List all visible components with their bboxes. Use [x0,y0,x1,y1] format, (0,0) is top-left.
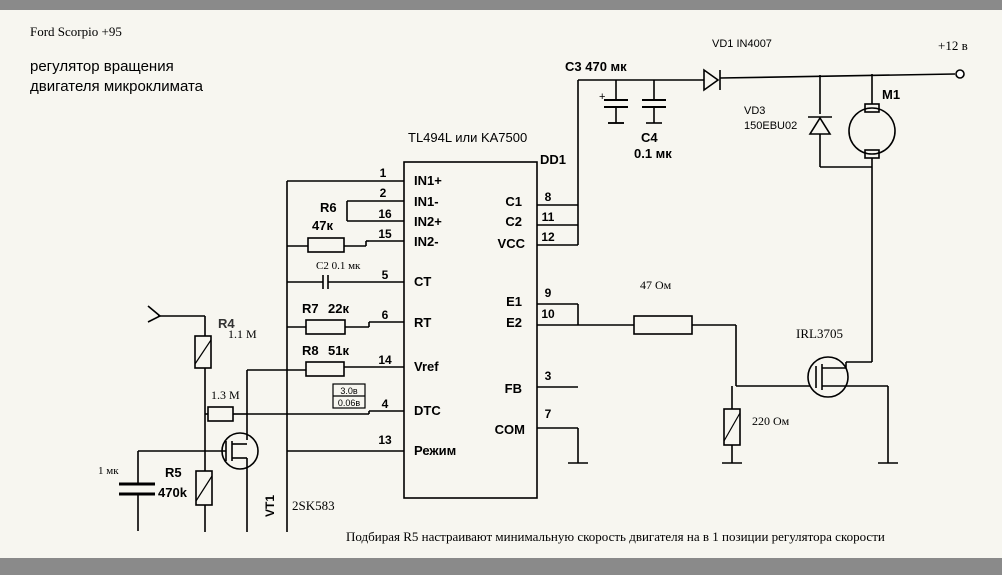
r4-ref: R4 [218,316,235,331]
r8-value: 51к [328,343,349,358]
pin-num: 11 [542,210,555,224]
pin-num: 13 [378,433,392,447]
pin-num: 7 [545,407,552,421]
pin-num: 8 [545,190,552,204]
pin-num: 1 [380,166,387,180]
r5-resistor [195,470,213,506]
pin-name: FB [505,381,522,396]
supply-section: + C3 470 мк C4 0.1 мк VD1 IN4007 +12 в V… [565,38,968,363]
pin-num: 10 [541,307,555,321]
pin-name: C1 [505,194,522,209]
vd1-label: VD1 IN4007 [712,38,772,50]
pin-name: RT [414,315,431,330]
pin-name: COM [495,422,525,437]
dtc-voltage-min: 0.06в [338,398,361,408]
r6-ref: R6 [320,200,337,215]
c-1mk-label: 1 мк [98,465,119,477]
m1-motor [848,107,896,155]
vt1-part: 2SK583 [292,498,335,513]
c2-label: C2 0.1 мк [316,260,361,272]
r4-resistor [194,335,212,369]
car-label: Ford Scorpio +95 [30,24,122,39]
pin-name: IN1+ [414,173,442,188]
r-1-3m-label: 1.3 M [211,388,240,402]
ic-left-pins: 1 2 16 15 5 6 14 4 13 IN1+ IN1- IN2+ IN2… [369,166,456,458]
pin-num: 5 [382,268,389,282]
c3-label: C3 470 мк [565,59,627,74]
supply-terminal [955,69,965,79]
output-stage: 47 Ом 220 Ом IRL3705 [577,278,898,464]
pin-name: E2 [506,315,522,330]
pin-name: DTC [414,403,441,418]
r7-ref: R7 [302,301,319,316]
vt1-ref: VT1 [263,495,277,517]
c3-plus: + [599,91,605,103]
pin-num: 16 [378,207,392,221]
title-line-2: двигателя микроклимата [30,78,204,95]
ic-part: TL494L или KA7500 [408,130,527,145]
pin-name: CT [414,274,431,289]
footer-note: Подбирая R5 настраивают минимальную скор… [346,529,885,544]
dtc-voltage-max: 3.0в [340,386,358,396]
misc-wiring [568,122,624,464]
supply-label: +12 в [938,38,968,53]
feedback-network: R6 47к C2 0.1 мк R7 22к R8 51к 3.0в 0.06… [247,180,370,532]
vd3-ref: VD3 [744,105,765,117]
pin-name: IN1- [414,194,439,209]
r-220-label: 220 Ом [752,414,790,428]
r6-resistor [307,237,345,253]
title-line-1: регулятор вращения [30,58,174,75]
q-mosfet [807,356,849,398]
r4-value: 1.1 M [228,327,257,341]
pin-num: 2 [380,186,387,200]
pin-name: IN2+ [414,214,442,229]
q-part: IRL3705 [796,326,843,341]
pin-num: 4 [382,397,389,411]
r6-value: 47к [312,218,333,233]
pin-name: Режим [414,443,456,458]
c4-ref: C4 [641,130,658,145]
r5-ref: R5 [165,465,182,480]
pin-num: 15 [378,227,392,241]
c4-value: 0.1 мк [634,146,672,161]
paper [0,10,1002,558]
vd3-part: 150EBU02 [744,120,797,132]
m1-label: M1 [882,87,900,102]
pin-name: Vref [414,359,439,374]
ic-right-pins: 8 11 12 9 10 3 7 C1 C2 VCC E1 E2 FB COM [495,190,578,437]
ic-ref: DD1 [540,152,566,167]
pin-name: E1 [506,294,522,309]
pin-name: IN2- [414,234,439,249]
ic-body [403,161,538,499]
pin-name: VCC [498,236,526,251]
r5-value: 470k [158,485,188,500]
pin-num: 12 [541,230,555,244]
input-section: R4 1.1 M 1.3 M VT1 2SK583 1 мк R5 470k [98,305,335,532]
vd1-diode [703,68,720,92]
r7-value: 22к [328,301,349,316]
pin-num: 14 [378,353,392,367]
pin-num: 9 [545,286,552,300]
pin-num: 6 [382,308,389,322]
r8-resistor [305,361,345,377]
pin-num: 3 [545,369,552,383]
r-47-label: 47 Ом [640,278,672,292]
pin-name: C2 [505,214,522,229]
r8-ref: R8 [302,343,319,358]
